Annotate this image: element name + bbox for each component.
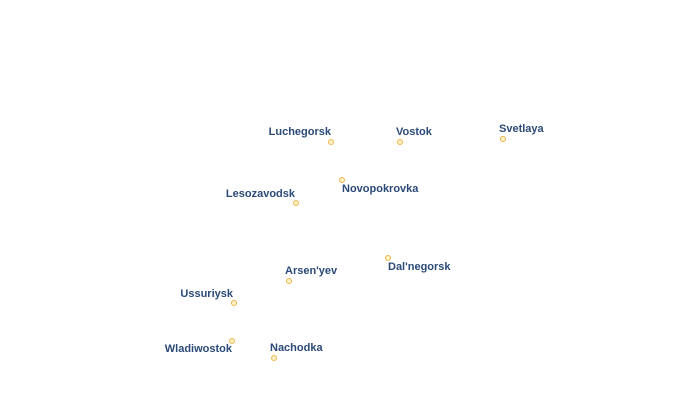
city-marker[interactable] (231, 300, 237, 306)
city-label: Ussuriysk (180, 288, 233, 300)
city-label: Dal'negorsk (388, 261, 451, 273)
city-marker[interactable] (271, 355, 277, 361)
city-marker[interactable] (339, 177, 345, 183)
city-marker[interactable] (293, 200, 299, 206)
city-label: Svetlaya (499, 123, 544, 135)
city-marker[interactable] (286, 278, 292, 284)
city-label: Lesozavodsk (225, 188, 295, 200)
city-label: Nachodka (270, 342, 323, 354)
city-marker[interactable] (328, 139, 334, 145)
city-marker[interactable] (229, 338, 235, 344)
city-label: Luchegorsk (268, 126, 331, 138)
city-marker[interactable] (500, 136, 506, 142)
city-label: Novopokrovka (342, 183, 419, 195)
city-label: Vostok (396, 126, 432, 138)
city-marker[interactable] (385, 255, 391, 261)
city-label: Arsen'yev (285, 265, 338, 277)
city-marker[interactable] (397, 139, 403, 145)
city-label: Wladiwostok (164, 343, 232, 355)
